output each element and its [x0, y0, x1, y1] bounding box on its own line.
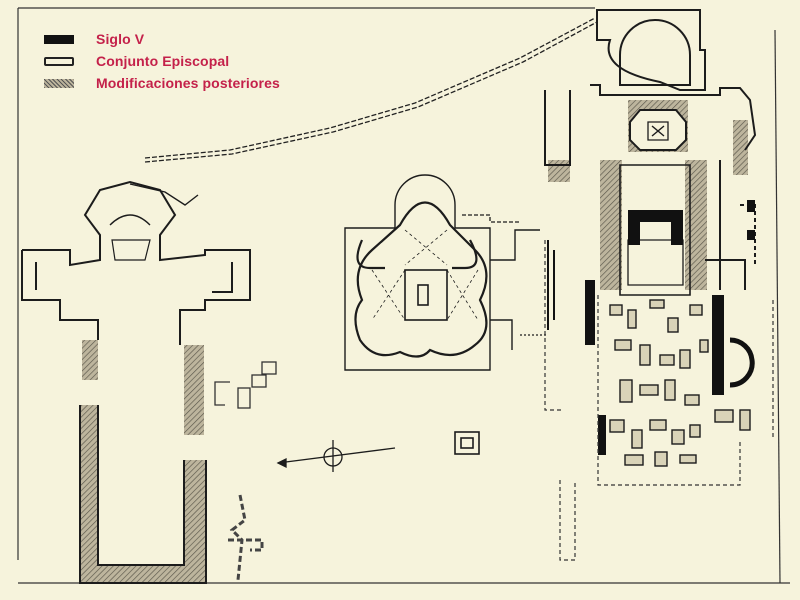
legend-label: Modificaciones posteriores — [96, 75, 280, 91]
ruins-rubble-area — [609, 299, 751, 467]
legend-swatch-hatched — [44, 78, 74, 88]
nave-hatched-wall-bottom — [80, 565, 206, 583]
east-hatched-tower — [733, 120, 748, 175]
connecting-wall-path — [144, 17, 598, 163]
small-square-monument — [454, 431, 480, 455]
east-episcopal-complex — [544, 9, 774, 561]
nave-hatched-pillar-left — [82, 340, 98, 380]
legend-item-siglo-v: Siglo V — [44, 28, 280, 50]
west-basilica — [21, 180, 277, 584]
legend-item-conjunto-episcopal: Conjunto Episcopal — [44, 50, 280, 72]
nave-hatched-wall-right — [184, 460, 206, 580]
nave-hatched-wall-left — [80, 405, 98, 580]
legend-item-modificaciones-posteriores: Modificaciones posteriores — [44, 72, 280, 94]
east-hatched-wall-left — [600, 160, 622, 290]
legend-label: Conjunto Episcopal — [96, 53, 230, 69]
legend: Siglo V Conjunto Episcopal Modificacione… — [44, 28, 280, 94]
legend-swatch-outline — [44, 56, 74, 66]
legend-label: Siglo V — [96, 31, 145, 47]
north-arrow-icon — [276, 440, 396, 472]
nave-hatched-pillar — [184, 345, 204, 435]
east-hatched-nave-left — [548, 160, 570, 182]
central-cruciform-building — [344, 174, 548, 371]
east-hatched-wall-right — [685, 160, 707, 290]
legend-swatch-solid — [44, 34, 74, 44]
